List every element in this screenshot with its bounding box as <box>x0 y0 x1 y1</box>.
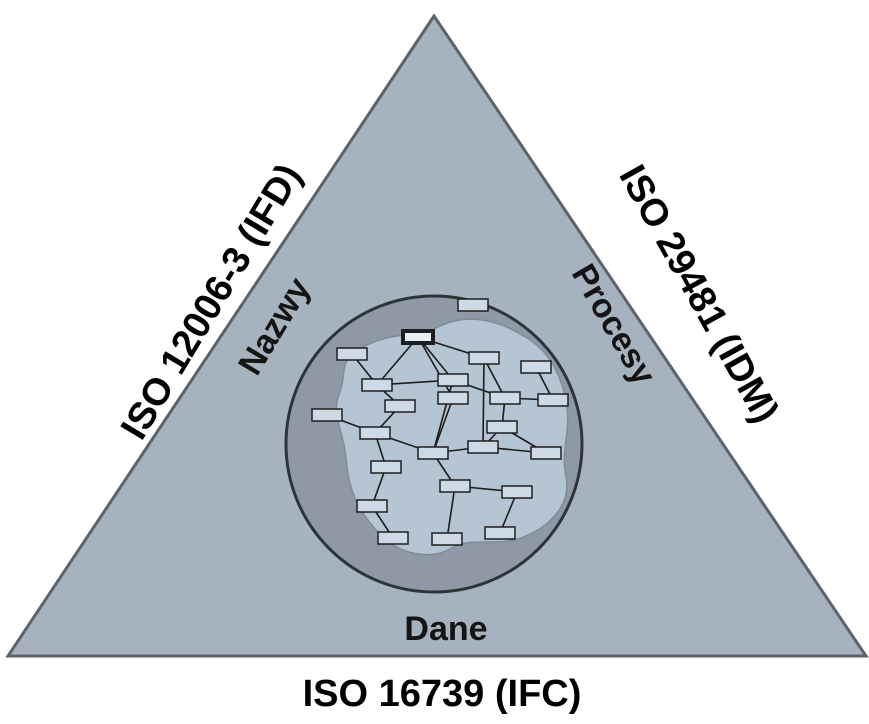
network-nodes <box>311 298 569 546</box>
network-edge <box>482 357 485 448</box>
network-node <box>377 531 409 545</box>
network-node <box>311 408 343 422</box>
network-node <box>530 446 562 460</box>
network-node <box>437 373 469 387</box>
network-node <box>489 391 521 405</box>
network-node <box>356 499 388 513</box>
network-edge <box>499 491 518 534</box>
network-node <box>361 378 393 392</box>
network-node <box>467 440 499 454</box>
network-node <box>501 485 533 499</box>
standard-label-bottom: ISO 16739 (IFC) <box>303 673 582 715</box>
network-node <box>457 298 489 312</box>
network-edge <box>446 485 456 540</box>
network-edge <box>432 397 454 454</box>
network-node <box>520 360 552 374</box>
network-node <box>359 426 391 440</box>
network-node <box>468 351 500 365</box>
concept-label-bottom: Dane <box>404 610 487 648</box>
network-node <box>417 446 449 460</box>
network-edge <box>417 336 454 399</box>
network-node <box>537 393 569 407</box>
network-node <box>437 391 469 405</box>
network-node <box>486 420 518 434</box>
network-node <box>384 399 416 413</box>
network-node <box>484 526 516 540</box>
network-node-highlighted <box>401 329 435 345</box>
network-node <box>439 479 471 493</box>
network-node <box>370 460 402 474</box>
network-node <box>431 532 463 546</box>
network-node <box>336 347 368 361</box>
